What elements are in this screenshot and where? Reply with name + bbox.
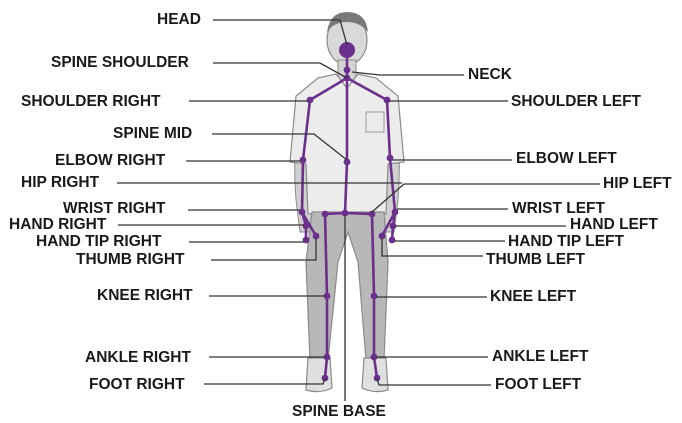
label-shoulder-left: SHOULDER LEFT — [511, 94, 641, 110]
label-spine-shoulder: SPINE SHOULDER — [51, 55, 189, 71]
label-elbow-right: ELBOW RIGHT — [55, 153, 165, 169]
bone-elbowR-wristR — [302, 160, 303, 212]
joint-shoulderL — [384, 97, 391, 104]
label-wrist-left: WRIST LEFT — [512, 201, 605, 217]
label-ankle-right: ANKLE RIGHT — [85, 350, 191, 366]
label-head: HEAD — [157, 12, 201, 28]
label-ankle-left: ANKLE LEFT — [492, 349, 588, 365]
joint-neck — [344, 67, 351, 74]
label-spine-base: SPINE BASE — [292, 404, 386, 420]
label-shoulder-right: SHOULDER RIGHT — [21, 94, 161, 110]
leader-thumb-right — [211, 238, 316, 260]
label-spine-mid: SPINE MID — [113, 126, 192, 142]
leader-neck — [352, 72, 464, 75]
label-knee-left: KNEE LEFT — [490, 289, 576, 305]
label-thumb-left: THUMB LEFT — [486, 252, 585, 268]
label-hand-tip-right: HAND TIP RIGHT — [36, 234, 161, 250]
label-hip-right: HIP RIGHT — [21, 175, 99, 191]
label-elbow-left: ELBOW LEFT — [516, 151, 617, 167]
label-hand-left: HAND LEFT — [570, 217, 658, 233]
leader-foot-left — [377, 378, 491, 385]
person-shoe-right — [306, 358, 332, 392]
label-thumb-right: THUMB RIGHT — [76, 252, 185, 268]
joint-hipR — [322, 211, 329, 218]
label-foot-right: FOOT RIGHT — [89, 377, 185, 393]
label-neck: NECK — [468, 67, 512, 83]
joint-handTipL — [389, 237, 396, 244]
joint-shoulderR — [307, 97, 314, 104]
joint-elbowR — [300, 157, 307, 164]
joint-handR — [303, 223, 310, 230]
label-knee-right: KNEE RIGHT — [97, 288, 193, 304]
label-wrist-right: WRIST RIGHT — [63, 201, 165, 217]
label-hip-left: HIP LEFT — [603, 176, 672, 192]
label-foot-left: FOOT LEFT — [495, 377, 581, 393]
joint-kneeL — [371, 293, 378, 300]
label-hand-tip-left: HAND TIP LEFT — [508, 234, 624, 250]
bone-spineBase-hipL — [345, 213, 372, 214]
label-hand-right: HAND RIGHT — [9, 217, 106, 233]
